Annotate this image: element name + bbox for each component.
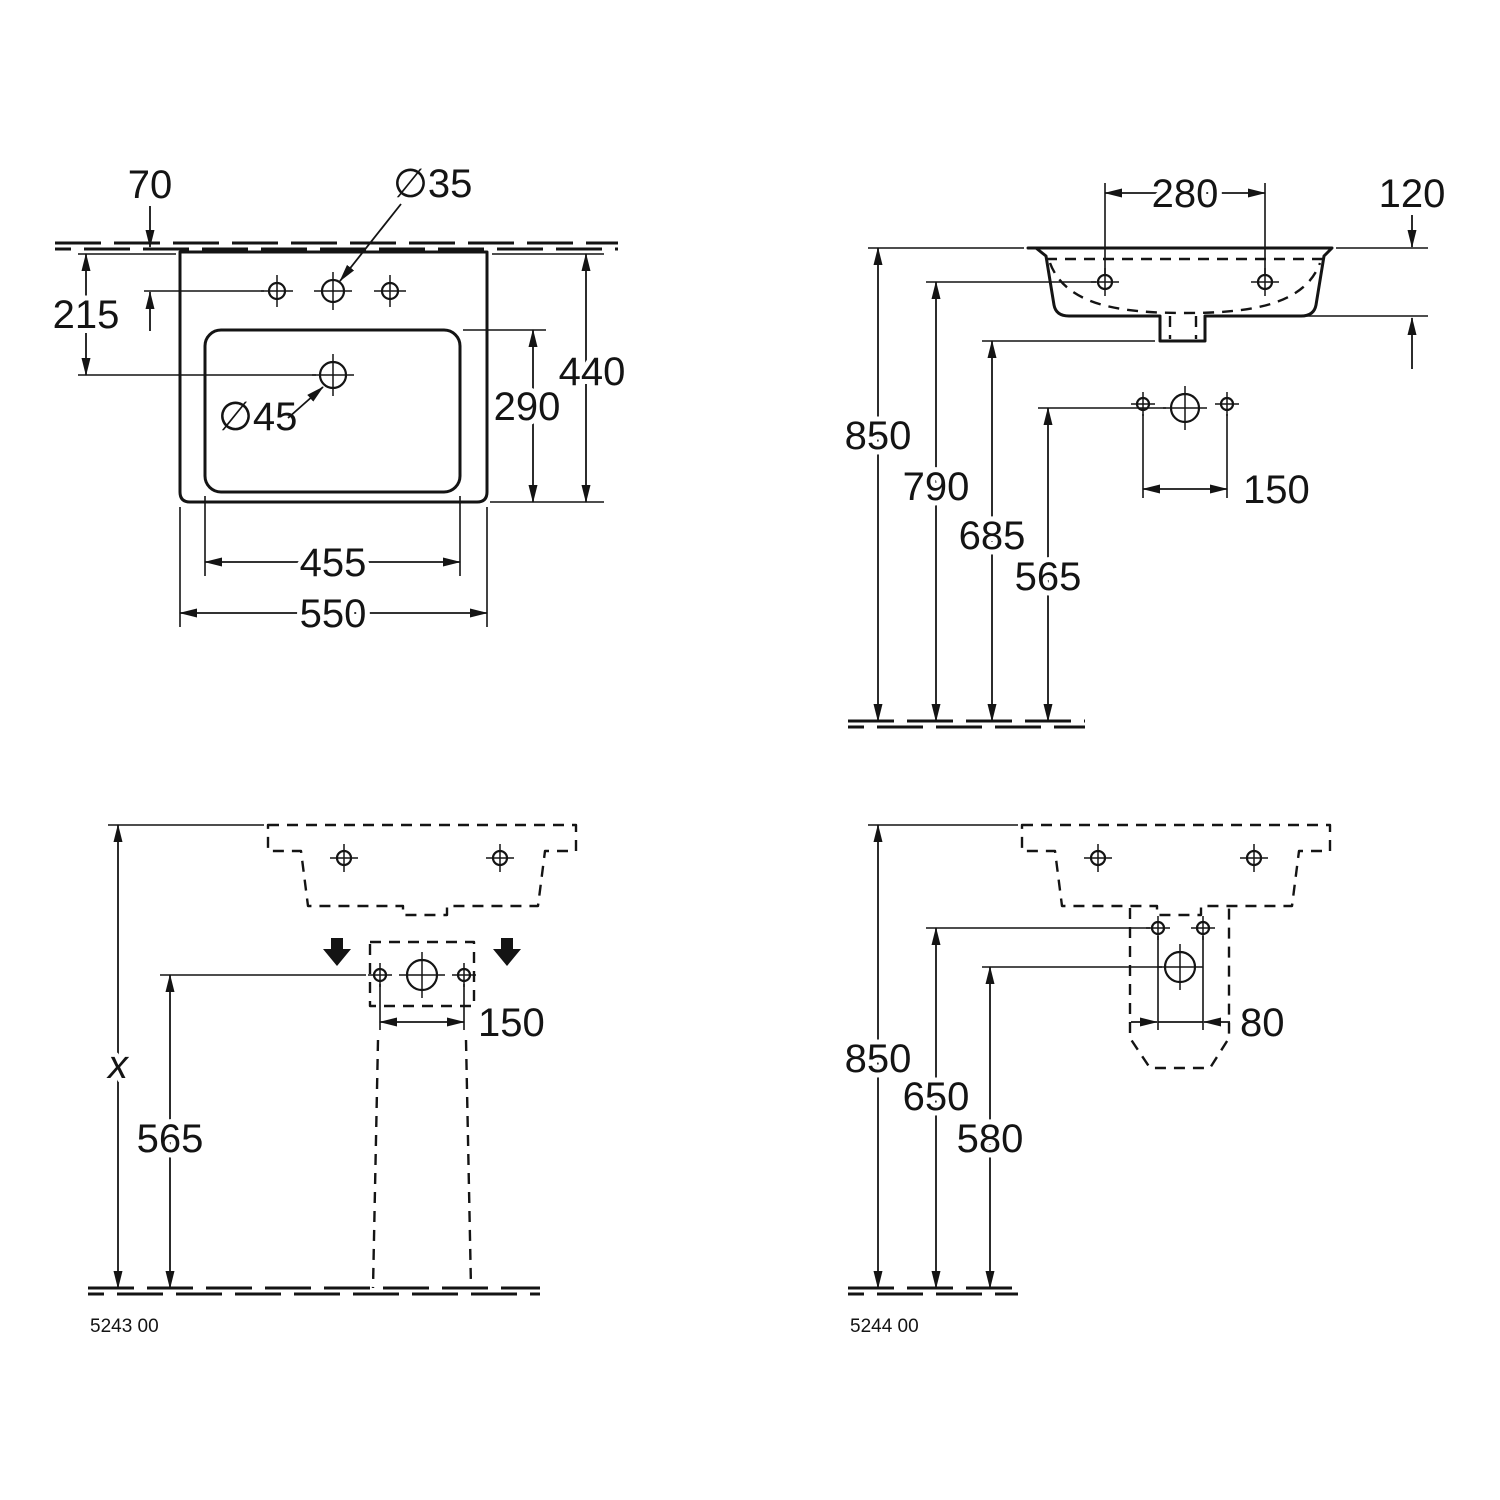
dim-label-440: 440 — [559, 350, 626, 394]
basin-profile-outline — [1026, 246, 1334, 343]
waste-outlet-hole — [399, 952, 445, 998]
siphon-fixing-hole-left — [1131, 392, 1155, 416]
dim-label-550: 550 — [300, 592, 367, 636]
dim-label-dia35: ∅35 — [393, 162, 472, 206]
dim-label-580: 580 — [957, 1117, 1024, 1161]
fixing-hole-left — [330, 844, 358, 872]
leader-line-dia35 — [339, 203, 402, 282]
bowl-section-hidden-line — [1048, 262, 1322, 315]
dim-label-290: 290 — [494, 385, 561, 429]
drain-hole — [312, 354, 354, 396]
siphon-zone-hidden-outline — [368, 940, 476, 1008]
waste-outlet-hole — [1157, 944, 1203, 990]
dim-label-280: 280 — [1152, 172, 1219, 216]
siphon-fixing-hole-right — [452, 963, 476, 987]
dim-label-565: 565 — [1015, 555, 1082, 599]
pedestal-installation-view: 150 x 565 5243 00 — [88, 823, 578, 1339]
plan-view: ∅35 ∅45 70 215 440 290 455 550 — [48, 157, 631, 641]
siphon-fixing-hole-left — [368, 963, 392, 987]
dim-label-120: 120 — [1379, 172, 1446, 216]
basin-hidden-outline — [1020, 823, 1332, 917]
basin-outer-outline — [178, 250, 489, 504]
product-code: 5244 00 — [850, 1316, 919, 1337]
waste-outlet-hole — [1163, 386, 1207, 430]
fixing-hole-left — [1084, 844, 1112, 872]
dim-label-70: 70 — [128, 163, 173, 207]
dim-label-150: 150 — [478, 1001, 545, 1045]
tap-hole-center — [314, 272, 352, 310]
siphon-cover-hidden-outline — [1128, 908, 1231, 1070]
dim-label-x: x — [106, 1043, 130, 1087]
basin-bowl-outline — [203, 328, 462, 494]
dim-label-565: 565 — [137, 1117, 204, 1161]
tap-hole-left — [261, 275, 293, 307]
siphon-fixing-hole-right — [1215, 392, 1239, 416]
siphon-cover-installation-view: 80 850 650 580 5244 00 — [840, 823, 1332, 1339]
product-code: 5243 00 — [90, 1316, 159, 1337]
tap-hole-right — [374, 275, 406, 307]
dim-label-850: 850 — [845, 1037, 912, 1081]
dim-label-790: 790 — [903, 465, 970, 509]
dim-label-dia45: ∅45 — [218, 395, 297, 439]
fixing-hole-right — [1240, 844, 1268, 872]
pedestal-hidden-outline — [464, 1039, 473, 1289]
front-section-view: 280 120 850 790 685 565 150 — [840, 167, 1450, 729]
basin-hidden-outline — [266, 823, 578, 917]
leader-line-dia45 — [287, 386, 324, 419]
dim-label-850: 850 — [845, 414, 912, 458]
dim-label-685: 685 — [959, 514, 1026, 558]
dim-label-215: 215 — [53, 293, 120, 337]
mounting-direction-arrow-icon — [493, 938, 521, 966]
dim-label-80: 80 — [1240, 1001, 1285, 1045]
mounting-direction-arrow-icon — [323, 938, 351, 966]
dim-label-650: 650 — [903, 1075, 970, 1119]
dim-label-150: 150 — [1243, 468, 1310, 512]
dim-label-455: 455 — [300, 541, 367, 585]
pedestal-hidden-outline — [371, 1039, 380, 1289]
fixing-hole-right — [486, 844, 514, 872]
